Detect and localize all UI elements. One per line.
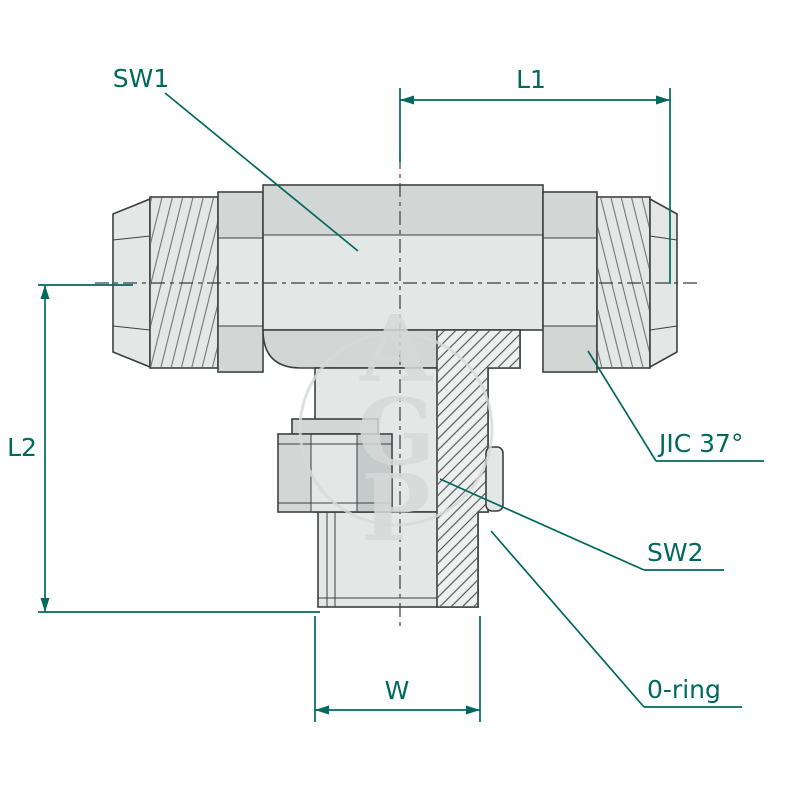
dim-l2-arrow-bottom bbox=[40, 598, 50, 612]
watermark-circle bbox=[298, 331, 494, 527]
callout-oring: 0-ring bbox=[490, 530, 742, 708]
callout-sw2: SW2 bbox=[439, 478, 724, 571]
watermark-letter-g: G bbox=[357, 378, 436, 486]
left-flare-edge-lines bbox=[112, 235, 151, 331]
dim-l2-arrow-top bbox=[40, 285, 50, 299]
jic37-leader bbox=[587, 350, 657, 462]
o-ring bbox=[485, 446, 504, 512]
center-body bbox=[262, 184, 544, 331]
dim-l1-arrow-right bbox=[656, 95, 670, 105]
left-hex-shading bbox=[218, 193, 263, 371]
oring-leader bbox=[490, 530, 645, 708]
dim-l2: L2 bbox=[7, 284, 320, 613]
section-view bbox=[436, 329, 521, 608]
dim-l1-label: L1 bbox=[516, 65, 546, 94]
watermark: A G P bbox=[298, 295, 494, 562]
lock-nut bbox=[277, 433, 393, 513]
right-hex-shading bbox=[543, 193, 597, 371]
watermark-letter-p: P bbox=[361, 454, 430, 562]
centerlines bbox=[95, 155, 700, 628]
sw2-label: SW2 bbox=[647, 538, 704, 567]
dimensions: L1 SW1 L2 JIC 37° SW2 bbox=[7, 64, 764, 722]
sw2-leader bbox=[439, 478, 645, 571]
dim-l2-label: L2 bbox=[7, 433, 37, 462]
dim-l1: L1 bbox=[399, 65, 671, 284]
callout-sw1: SW1 bbox=[113, 64, 359, 252]
lock-nut-facets bbox=[278, 434, 392, 512]
oring-label: 0-ring bbox=[647, 675, 721, 704]
dim-l1-arrow-left bbox=[400, 95, 414, 105]
dim-w: W bbox=[314, 616, 481, 722]
right-port-jic bbox=[542, 191, 678, 373]
dim-w-arrow-left bbox=[315, 705, 329, 715]
right-flare-edge-lines bbox=[649, 235, 678, 331]
bottom-branch bbox=[262, 329, 521, 608]
dim-w-label: W bbox=[385, 676, 410, 705]
sw1-label: SW1 bbox=[113, 64, 170, 93]
watermark-letter-a: A bbox=[359, 295, 433, 403]
callout-jic37: JIC 37° bbox=[587, 350, 764, 462]
body-top-band bbox=[264, 186, 542, 235]
left-port-jic bbox=[112, 191, 264, 373]
sw1-leader bbox=[164, 92, 359, 252]
section-hatch bbox=[437, 330, 520, 607]
dim-w-arrow-right bbox=[466, 705, 480, 715]
jic37-label: JIC 37° bbox=[657, 429, 743, 458]
